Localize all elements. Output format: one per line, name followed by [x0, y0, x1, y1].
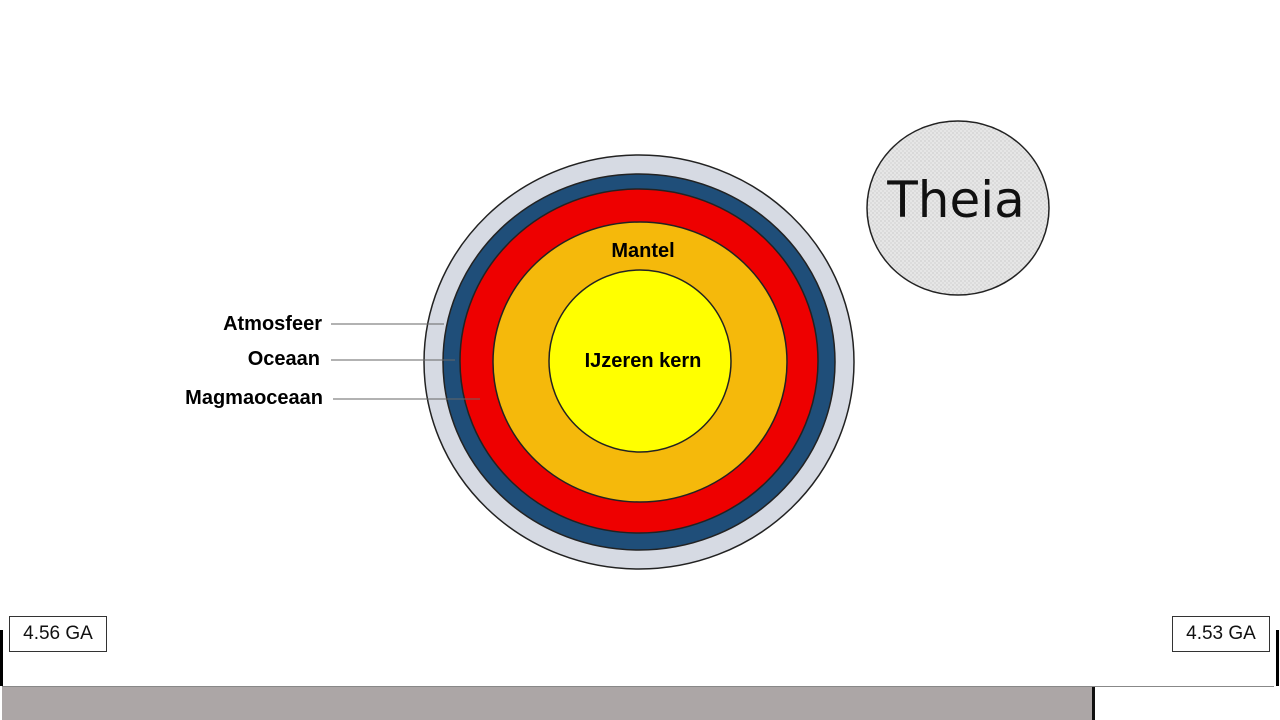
timeline-end-label: 4.53 GA	[1172, 616, 1270, 652]
mantle-label: Mantel	[611, 240, 674, 262]
timeline-left-edge	[0, 630, 3, 686]
iron-core-label: IJzeren kern	[585, 350, 702, 372]
timeline-playhead[interactable]	[1092, 687, 1096, 720]
timeline-start-label: 4.56 GA	[9, 616, 107, 652]
iron-core-layer	[548, 269, 732, 453]
timeline-progress-bar[interactable]	[2, 686, 1274, 720]
magma-ocean-label: Magmaoceaan	[185, 387, 323, 409]
atmosphere-label: Atmosfeer	[223, 313, 322, 335]
theia-body	[866, 120, 1050, 296]
theia-label: Theia	[886, 171, 1025, 229]
ocean-label: Oceaan	[248, 348, 320, 370]
timeline-progress-fill	[2, 687, 1093, 720]
timeline-right-edge	[1276, 630, 1279, 686]
